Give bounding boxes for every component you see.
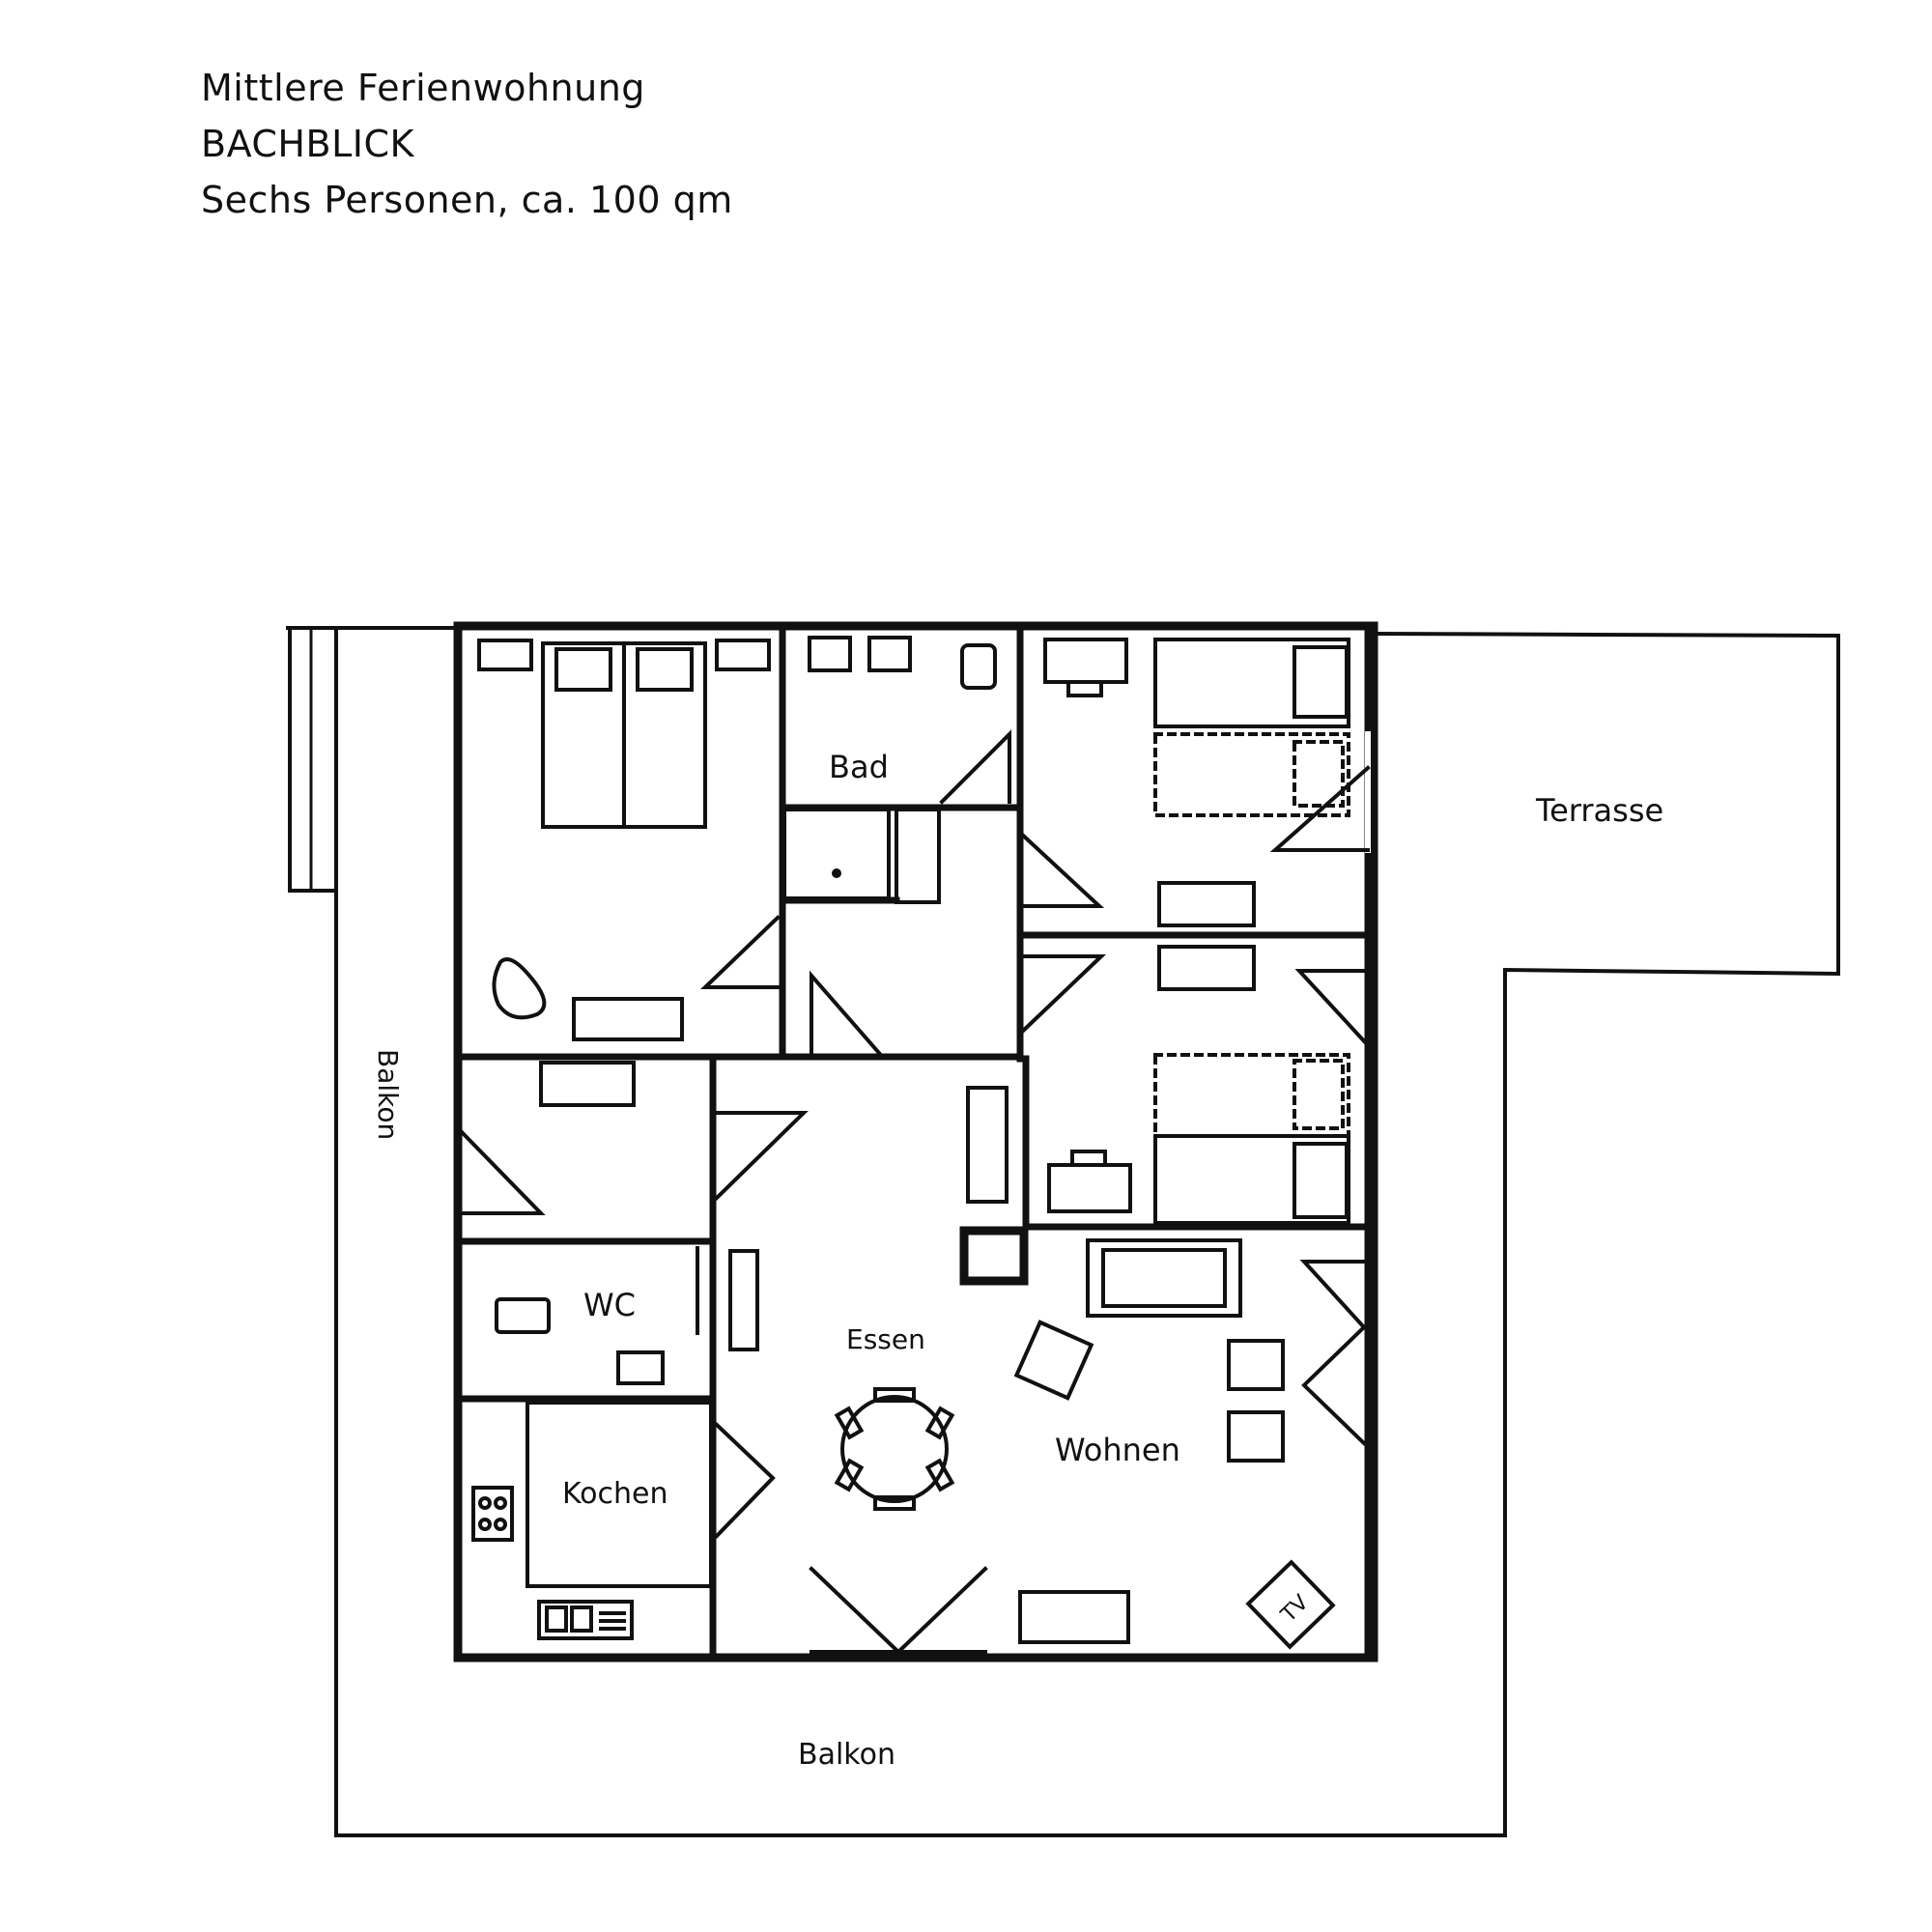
kitchen-fixtures bbox=[471, 1401, 713, 1640]
bedroom-furniture bbox=[477, 639, 771, 1041]
plan-header: Mittlere Ferienwohnung BACHBLICK Sechs P… bbox=[201, 60, 733, 228]
terrace-outline bbox=[1371, 631, 1840, 1837]
label-tv: TV bbox=[1276, 1591, 1314, 1628]
apartment-name: BACHBLICK bbox=[201, 123, 414, 165]
living-furniture bbox=[834, 1238, 1336, 1650]
bedroom-two-furniture bbox=[1043, 638, 1350, 927]
label-essen: Essen bbox=[846, 1323, 925, 1355]
label-wohnen: Wohnen bbox=[1055, 1432, 1180, 1468]
balcony-railing bbox=[288, 626, 338, 893]
hall-furniture bbox=[539, 1061, 1009, 1204]
bedroom-three-furniture bbox=[1047, 945, 1350, 1225]
wc-fixtures bbox=[495, 1246, 759, 1385]
label-wc: WC bbox=[583, 1287, 636, 1323]
label-balkon-bottom: Balkon bbox=[798, 1738, 895, 1772]
apartment-title: Mittlere Ferienwohnung bbox=[201, 67, 645, 109]
label-balkon-side: Balkon bbox=[372, 1049, 404, 1140]
bathroom-fixtures bbox=[782, 636, 997, 904]
label-kochen: Kochen bbox=[562, 1477, 668, 1511]
label-bad: Bad bbox=[829, 749, 889, 785]
door-swings bbox=[459, 729, 1371, 1654]
label-terrasse: Terrasse bbox=[1535, 792, 1663, 829]
apartment-capacity: Sechs Personen, ca. 100 qm bbox=[201, 179, 733, 221]
apartment-outer-wall bbox=[453, 621, 1378, 1662]
